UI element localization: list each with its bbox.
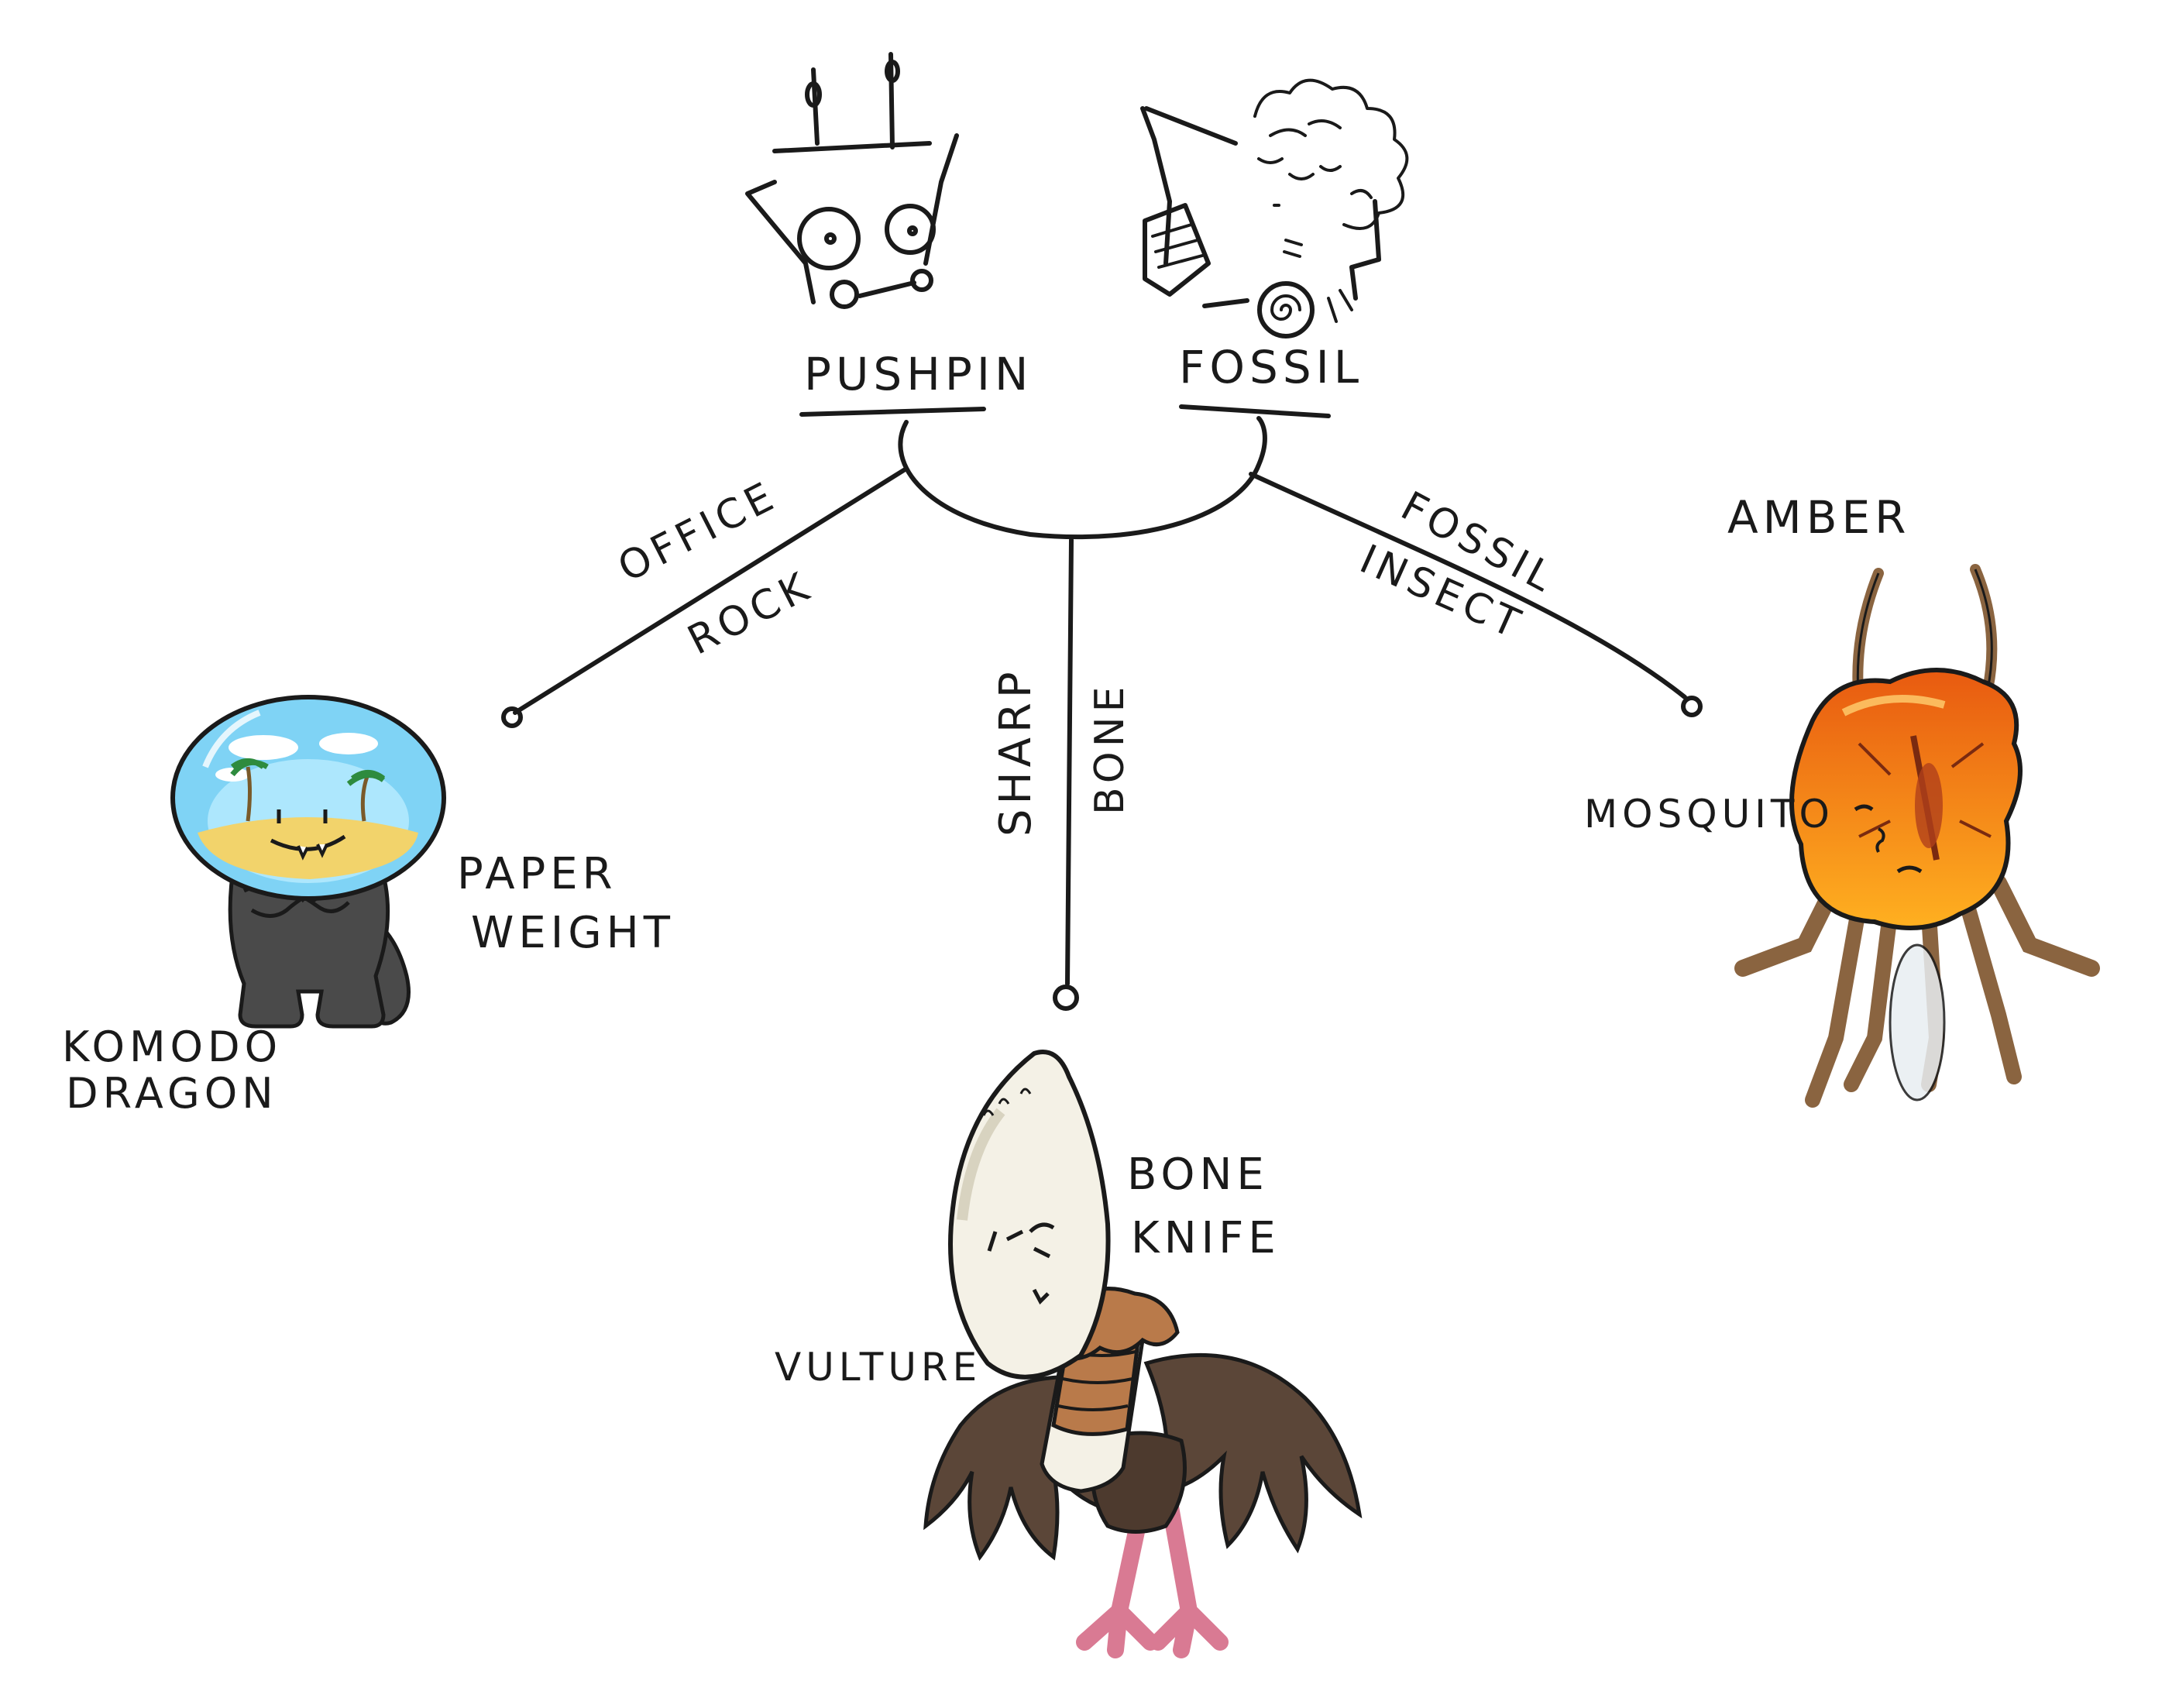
pushpin-parent-sketch [745,52,959,309]
branch-middle-trait-right: BONE [1087,682,1133,815]
paperweight-komodo-illustration [170,695,446,1029]
branch-left-trait-bottom: ROCK [681,562,820,664]
branch-left-line [513,466,909,715]
fossil-label: FOSSIL [1179,341,1363,393]
mosquito-animal-label: MOSQUITO [1584,792,1834,837]
pushpin-label: PUSHPIN [804,348,1033,400]
branch-middle-line [1065,538,1074,986]
fossil-underline [1179,404,1331,418]
fossil-parent-sketch [1140,78,1409,339]
branch-middle-node [1053,985,1079,1011]
amber-name-label: AMBER [1727,491,1910,544]
parents-join-arc [898,416,1267,540]
komodo-animal-line1: KOMODO [62,1022,282,1071]
bone-knife-name-line1: BONE [1127,1150,1269,1200]
branch-right-node [1681,696,1703,717]
bone-knife-name-line2: KNIFE [1131,1213,1280,1263]
paperweight-name-line1: PAPER [457,849,617,899]
branch-middle-trait-left: SHARP [991,667,1041,837]
bone-knife-vulture-illustration [923,1050,1363,1658]
branch-right-line [1249,472,1687,699]
pushpin-underline [799,407,986,417]
vulture-animal-label: VULTURE [775,1345,981,1390]
amber-mosquito-illustration [1734,564,2100,1108]
branch-left-trait-top: OFFICE [611,473,785,592]
branch-left-node [501,706,523,728]
paperweight-name-line2: WEIGHT [471,908,675,958]
komodo-animal-line2: DRAGON [66,1069,278,1118]
